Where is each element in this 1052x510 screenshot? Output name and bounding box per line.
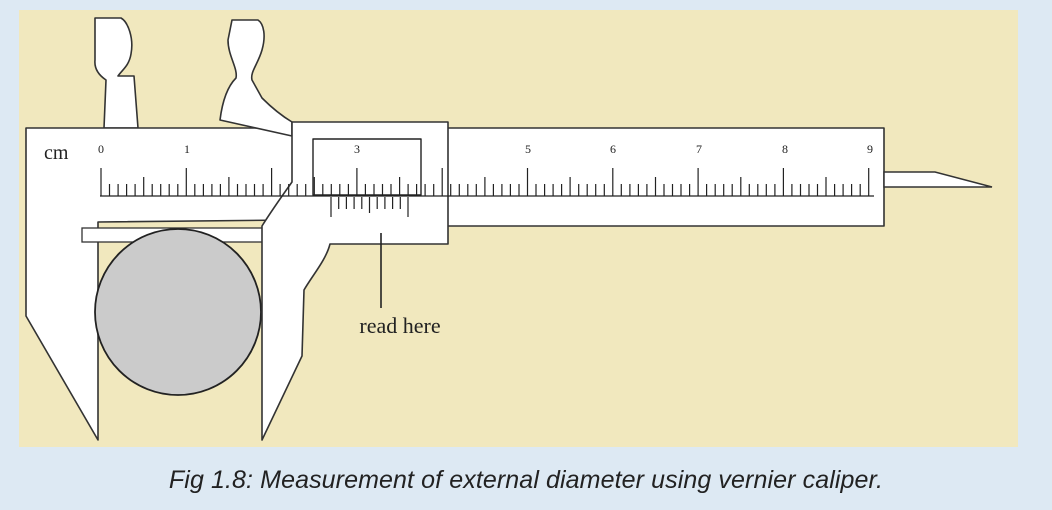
figure-caption: Fig 1.8: Measurement of external diamete… — [168, 466, 884, 494]
scale-number-6: 6 — [610, 142, 616, 156]
pointer-label: read here — [359, 313, 440, 338]
main-scale-body — [25, 17, 885, 441]
scale-number-3: 3 — [354, 142, 360, 156]
measured-object — [94, 228, 262, 396]
scale-number-1: 1 — [184, 142, 190, 156]
main-scale-ticks — [100, 168, 870, 196]
vernier-slider — [219, 19, 449, 441]
scale-number-8: 8 — [782, 142, 788, 156]
unit-label: cm — [44, 142, 69, 164]
scale-number-5: 5 — [525, 142, 531, 156]
depth-rod — [883, 171, 993, 188]
scale-number-9: 9 — [867, 142, 873, 156]
scale-number-7: 7 — [696, 142, 702, 156]
vernier-scale-ticks — [330, 197, 409, 217]
scale-number-0: 0 — [98, 142, 104, 156]
